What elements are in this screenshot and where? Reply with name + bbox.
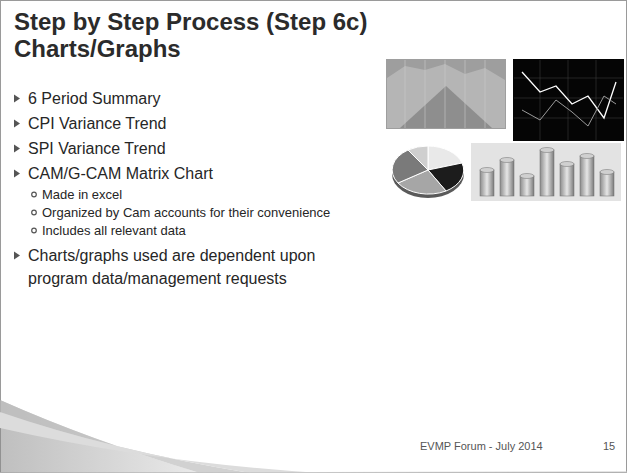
rule (0, 472, 627, 473)
bullet-mark (14, 252, 20, 260)
pie-chart-image (392, 146, 464, 198)
bullet-item: CPI Variance Trend (28, 112, 368, 135)
bar-chart-image (470, 142, 622, 202)
sub-bullet-item: Includes all relevant data (42, 221, 372, 240)
bullet-mark (14, 170, 20, 178)
sub-bullet-mark (32, 210, 37, 215)
footer-text: EVMP Forum - July 2014 (420, 438, 590, 454)
sub-bullet-mark (32, 192, 37, 197)
sub-bullet-mark (32, 228, 37, 233)
bullet-item: 6 Period Summary (28, 87, 368, 110)
swoosh (0, 400, 250, 473)
bullet-mark (14, 145, 20, 153)
page-number: 15 (603, 438, 623, 454)
bullet-item: Charts/graphs used are dependent upon pr… (28, 244, 373, 290)
bullet-item: SPI Variance Trend (28, 137, 368, 160)
slide-title: Step by Step Process (Step 6c) Charts/Gr… (14, 8, 384, 62)
bullet-mark (14, 120, 20, 128)
line-chart-image (512, 58, 625, 142)
area-chart-image (385, 58, 507, 130)
bullet-mark (14, 95, 20, 103)
sub-bullet-item: Organized by Cam accounts for their conv… (42, 203, 382, 222)
bullet-item: CAM/G-CAM Matrix Chart (28, 162, 368, 185)
swoosh (0, 412, 320, 473)
sub-bullet-item: Made in excel (42, 185, 372, 204)
